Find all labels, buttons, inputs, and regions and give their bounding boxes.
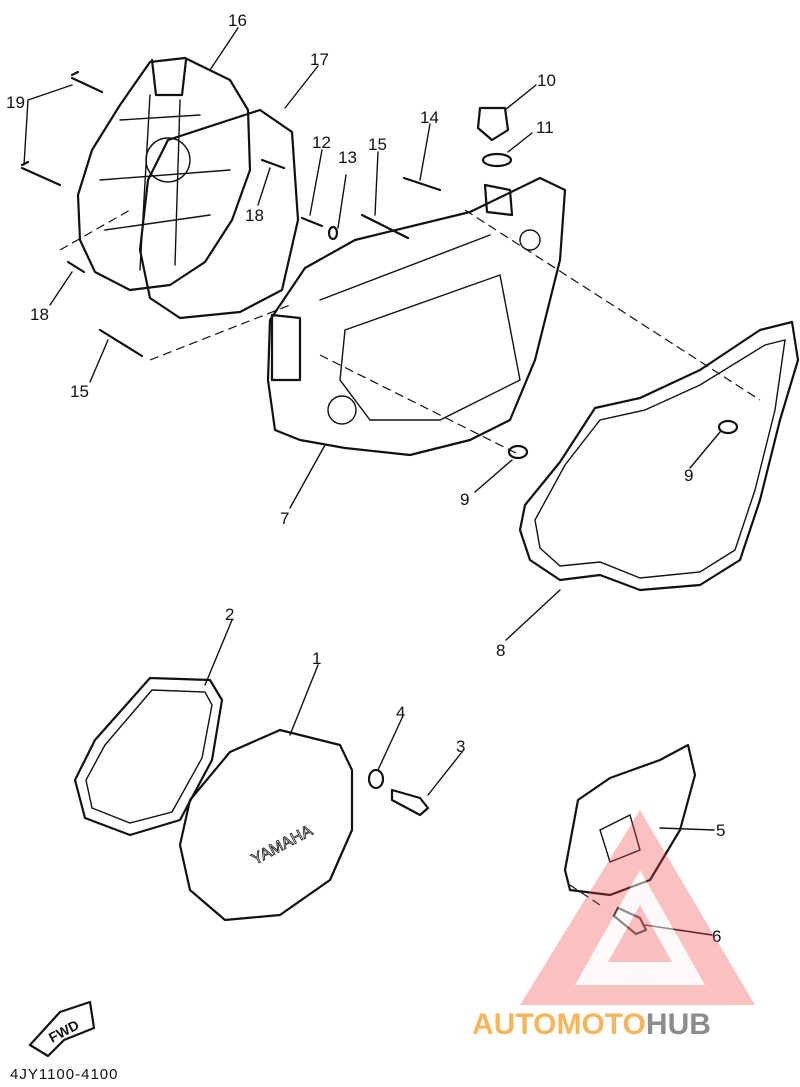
callout-2: 2 — [225, 605, 234, 624]
callout-14: 14 — [420, 108, 439, 127]
callout-9a: 9 — [460, 490, 469, 509]
callout-18a: 18 — [245, 206, 264, 225]
watermark-logo — [520, 810, 755, 1005]
dowel-18-lower — [66, 260, 86, 274]
small-cover-gasket — [73, 676, 224, 837]
watermark-text: AUTOMOTOHUB — [472, 1008, 711, 1041]
crankcase-gasket — [518, 320, 800, 592]
callout-18b: 18 — [30, 305, 49, 324]
clutch-cover-gasket — [138, 108, 300, 320]
bolt-15-right — [360, 213, 410, 240]
callout-11: 11 — [536, 118, 554, 137]
washer-4 — [367, 768, 385, 790]
dowel-9-left — [507, 444, 529, 460]
callout-4: 4 — [396, 703, 405, 722]
dowel-18-upper — [260, 158, 286, 170]
alignment-lines — [59, 209, 761, 906]
watermark-triangle-icon — [520, 810, 755, 1005]
sprocket-cover — [563, 743, 697, 897]
callout-12: 12 — [312, 133, 331, 152]
fwd-arrow-icon: FWD — [28, 1000, 96, 1058]
watermark-text-part-a: AUTOMOTO — [472, 1008, 646, 1041]
crankcase-cover — [266, 176, 567, 457]
cover-logo-text: YAMAHA — [249, 822, 316, 868]
bolt-12 — [300, 216, 324, 228]
callout-15b: 15 — [368, 135, 387, 154]
callout-7: 7 — [280, 509, 289, 528]
bolt-19-lower — [20, 160, 62, 187]
callout-17: 17 — [310, 50, 329, 69]
diagram-code: 4JY1100-4100 — [10, 1066, 119, 1083]
bolt-15-left — [98, 328, 144, 358]
callout-8: 8 — [496, 641, 505, 660]
callout-labels: 1 2 3 4 5 6 7 8 9 9 10 11 12 13 14 15 15… — [6, 11, 725, 946]
clutch-outer-cover — [76, 56, 252, 292]
bolt-6 — [612, 906, 648, 936]
oil-filler-cap — [476, 106, 513, 168]
dowel-9-right — [717, 419, 739, 435]
callout-19: 19 — [6, 93, 25, 112]
callout-15a: 15 — [70, 382, 89, 401]
callout-10: 10 — [537, 71, 556, 90]
callout-16: 16 — [228, 11, 247, 30]
washer-13 — [327, 225, 339, 241]
callout-9b: 9 — [684, 466, 693, 485]
callout-3: 3 — [456, 737, 465, 756]
watermark-text-part-b: HUB — [646, 1008, 711, 1041]
bolt-14 — [402, 176, 442, 192]
bolt-19-upper — [70, 70, 104, 94]
callout-1: 1 — [312, 649, 321, 668]
callout-6: 6 — [712, 927, 721, 946]
ignition-cover: YAMAHA — [178, 728, 354, 922]
callout-5: 5 — [716, 821, 725, 840]
leader-lines — [23, 27, 721, 936]
bolt-3 — [390, 788, 430, 817]
callout-13: 13 — [338, 148, 357, 167]
